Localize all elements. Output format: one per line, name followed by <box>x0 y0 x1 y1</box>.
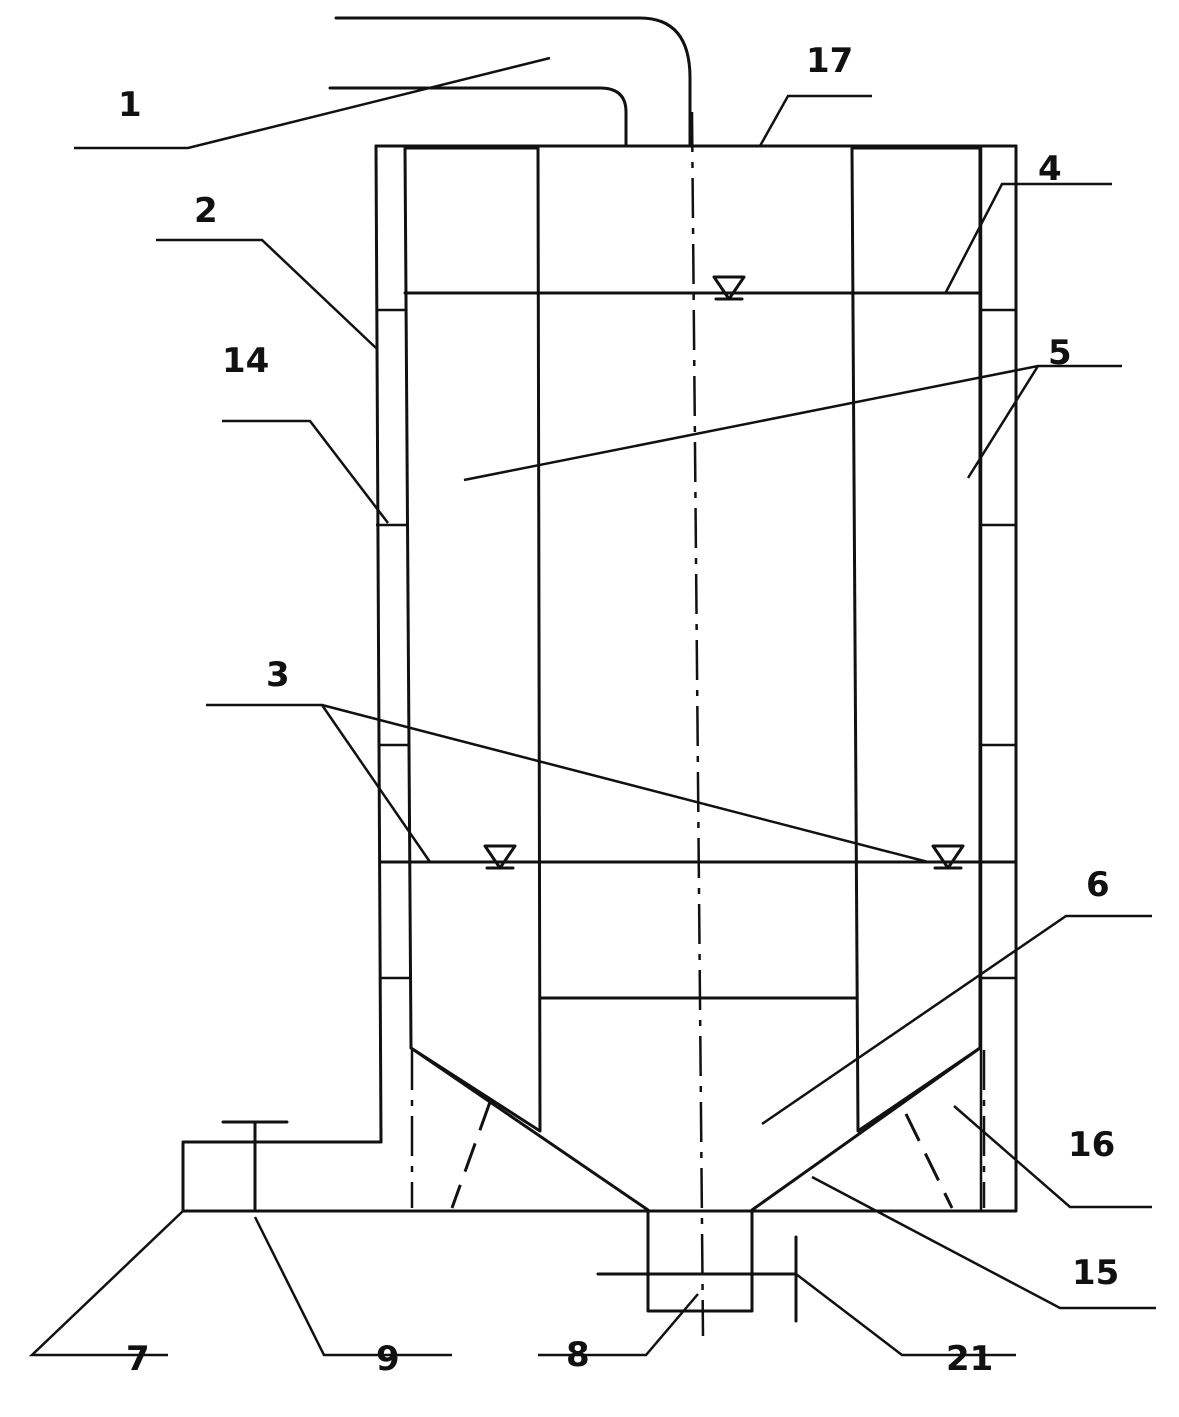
bottom-outlet <box>596 1209 798 1323</box>
label-3: 3 <box>266 655 290 695</box>
label-1: 1 <box>118 85 142 125</box>
outer-shell <box>181 144 1018 1213</box>
inlet-pipe-outer <box>334 16 692 148</box>
support-lines <box>410 1050 986 1209</box>
water-level-marker-icon <box>483 844 517 870</box>
centre-axis <box>690 111 705 1337</box>
label-4: 4 <box>1038 149 1062 189</box>
inlet-pipe-inner <box>328 86 628 148</box>
water-level-marker-icon <box>931 844 965 870</box>
leader-lines <box>28 56 1156 1357</box>
label-9: 9 <box>376 1339 400 1379</box>
label-5: 5 <box>1048 333 1072 373</box>
label-15: 15 <box>1072 1253 1119 1293</box>
label-14: 14 <box>222 341 269 381</box>
left-media-column <box>403 146 542 1133</box>
water-level-marker-icon <box>712 275 746 301</box>
side-drain-pipe <box>181 1120 383 1213</box>
label-17: 17 <box>806 41 853 81</box>
label-7: 7 <box>126 1339 150 1379</box>
label-16: 16 <box>1068 1125 1115 1165</box>
label-21: 21 <box>946 1339 993 1379</box>
label-2: 2 <box>194 191 218 231</box>
label-6: 6 <box>1086 865 1110 905</box>
conical-hopper <box>409 1046 982 1212</box>
label-8: 8 <box>566 1335 590 1375</box>
right-media-column <box>850 146 982 1133</box>
